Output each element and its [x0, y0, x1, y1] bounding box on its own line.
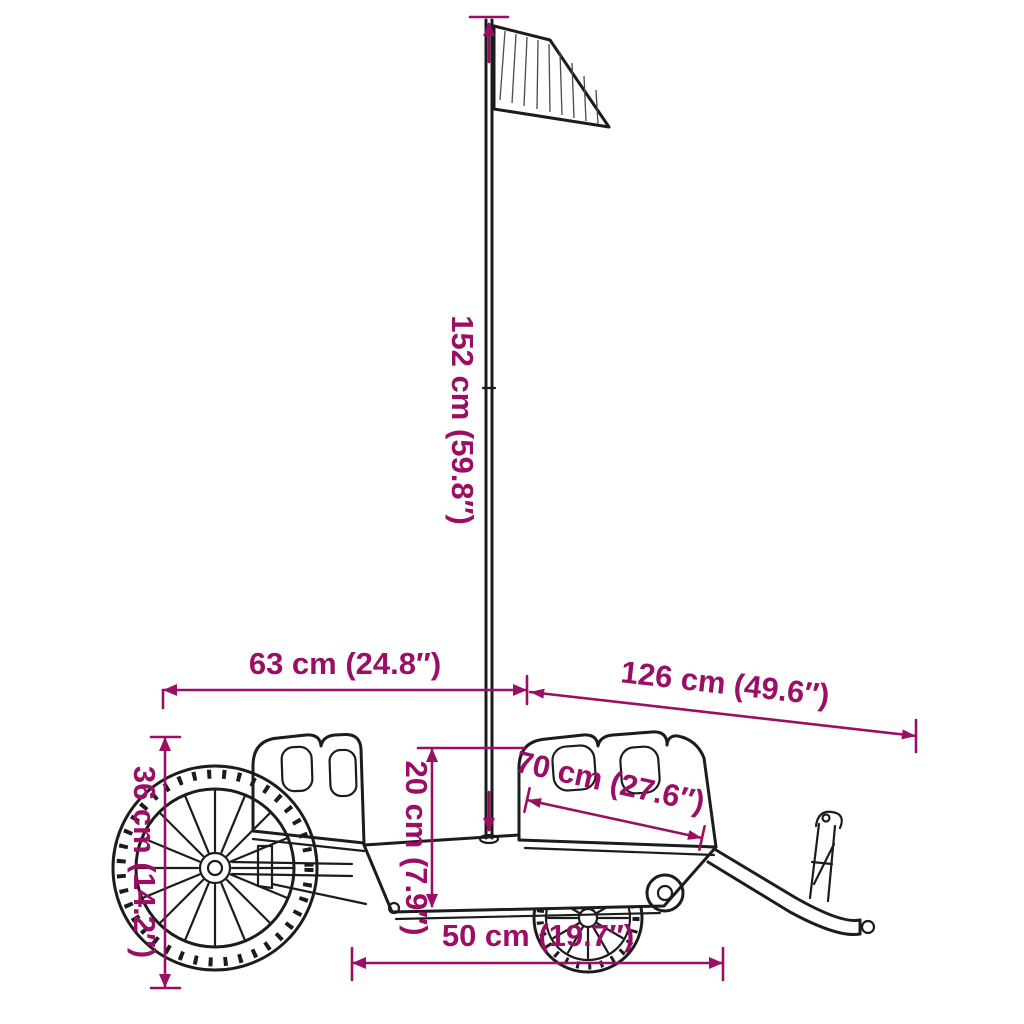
dimension-bed-width [523, 786, 706, 852]
dimension-side-height [149, 735, 182, 990]
dimension-total-length [528, 688, 918, 754]
dimension-label-total-length: 126 cm (49.6″) [619, 654, 831, 713]
axle-frame [230, 844, 368, 906]
flag [492, 24, 611, 129]
left-wheel [111, 764, 319, 972]
dimension-label-side-height: 36 cm (14.2″) [127, 766, 162, 958]
tow-bar [706, 848, 876, 937]
dimension-wall-height [416, 746, 526, 908]
dimension-label-left-section: 63 cm (24.8″) [249, 646, 441, 681]
dimension-bed-length [350, 946, 725, 982]
hitch-coupler [808, 810, 843, 903]
dimension-label-bed-length: 50 cm (19.7″) [442, 918, 634, 953]
side-panel-far [517, 730, 718, 857]
front-roller [387, 873, 685, 915]
dimension-pole-height [468, 15, 510, 832]
dimension-label-wall-height: 20 cm (7.9″) [399, 760, 434, 935]
flag-pole [478, 18, 500, 845]
side-panel-near [251, 732, 366, 853]
dimension-left-section [161, 674, 529, 710]
dimension-label-pole-height: 152 cm (59.8″) [445, 315, 480, 525]
